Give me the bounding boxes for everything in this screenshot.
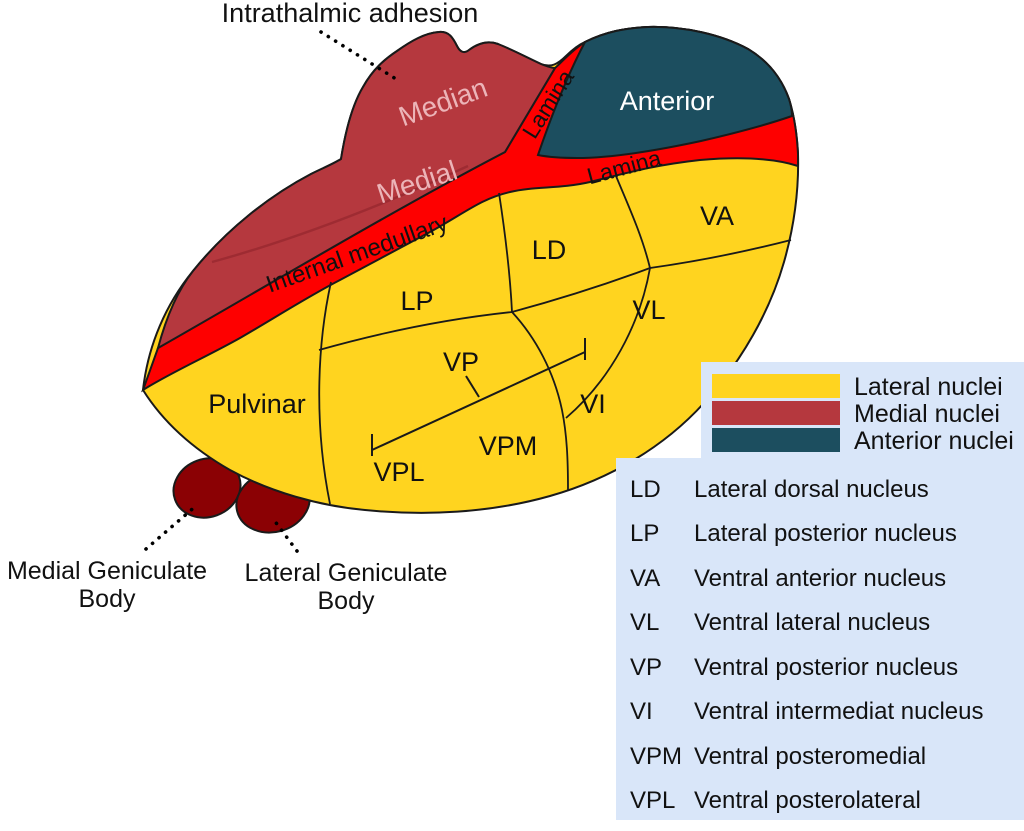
legend-swatch-medial	[712, 401, 840, 425]
abbr-vl-name: Ventral lateral nucleus	[694, 609, 930, 636]
vi-label: VI	[580, 389, 606, 419]
legend-label-medial: Medial nuclei	[854, 400, 1000, 428]
intrathalamic-adhesion-label: Intrathalmic adhesion	[222, 0, 479, 28]
abbreviation-row: LD Lateral dorsal nucleus	[630, 476, 929, 503]
vpm-label: VPM	[479, 431, 538, 461]
legend-label-lateral: Lateral nuclei	[854, 373, 1003, 401]
medial-nuclei-region	[156, 30, 557, 351]
abbr-vpm: VPM	[630, 743, 682, 770]
abbr-va-name: Ventral anterior nucleus	[694, 565, 946, 592]
medial-geniculate-label-line1: Medial Geniculate	[7, 557, 207, 585]
abbr-vp-name: Ventral posterior nucleus	[694, 654, 958, 681]
abbreviation-row: VI Ventral intermediat nucleus	[630, 698, 984, 725]
ld-bottom-boundary	[511, 267, 651, 313]
abbreviation-row: VL Ventral lateral nucleus	[630, 609, 930, 636]
abbr-vp: VP	[630, 654, 662, 681]
vl-vi-boundary	[565, 267, 651, 419]
medial-geniculate-body-shape	[172, 457, 242, 519]
abbreviation-row: VPM Ventral posteromedial	[630, 743, 926, 770]
abbreviation-row: LP Lateral posterior nucleus	[630, 520, 957, 547]
mgb-pointer-line	[144, 503, 199, 551]
legend-swatch-anterior	[712, 428, 840, 452]
abbr-vpl: VPL	[630, 787, 675, 814]
abbr-vpl-name: Ventral posterolateral	[694, 787, 921, 814]
abbr-vi: VI	[630, 698, 653, 725]
ld-left-boundary	[498, 192, 513, 313]
legend-swatch-lateral	[712, 374, 840, 398]
lp-label: LP	[400, 286, 433, 316]
vl-label: VL	[632, 295, 665, 325]
vi-left-boundary	[511, 311, 569, 491]
abbr-vi-name: Ventral intermediat nucleus	[694, 698, 984, 725]
abbr-ld-name: Lateral dorsal nucleus	[694, 476, 929, 503]
intrathalamic-pointer-line	[319, 30, 398, 81]
pulvinar-label: Pulvinar	[208, 389, 306, 419]
lp-vp-boundary	[318, 311, 513, 351]
va-label: VA	[700, 201, 734, 231]
abbr-vl: VL	[630, 609, 659, 636]
abbr-vpm-name: Ventral posteromedial	[694, 743, 926, 770]
lateral-geniculate-label-line1: Lateral Geniculate	[245, 559, 448, 587]
medial-geniculate-label-line2: Body	[79, 585, 136, 613]
abbr-va: VA	[630, 565, 660, 592]
lateral-geniculate-label-line2: Body	[318, 587, 375, 615]
vp-label: VP	[443, 347, 479, 377]
va-vl-boundary	[649, 239, 792, 269]
ld-label: LD	[532, 235, 567, 265]
abbreviation-row: VPL Ventral posterolateral	[630, 787, 921, 814]
abbreviation-row: VA Ventral anterior nucleus	[630, 565, 946, 592]
anterior-nuclei-region	[536, 25, 794, 160]
abbr-lp: LP	[630, 520, 659, 547]
abbr-ld: LD	[630, 476, 661, 503]
vpl-label: VPL	[373, 457, 424, 487]
vp-pointer	[465, 375, 480, 398]
anterior-label: Anterior	[620, 86, 715, 116]
abbr-lp-name: Lateral posterior nucleus	[694, 520, 957, 547]
abbreviation-panel	[616, 458, 1024, 820]
legend-label-anterior: Anterior nuclei	[854, 427, 1014, 455]
ld-va-boundary	[615, 175, 651, 269]
abbreviation-row: VP Ventral posterior nucleus	[630, 654, 958, 681]
vp-bracket	[371, 338, 586, 456]
pulvinar-boundary	[318, 281, 332, 505]
median-medial-boundary	[211, 164, 469, 264]
